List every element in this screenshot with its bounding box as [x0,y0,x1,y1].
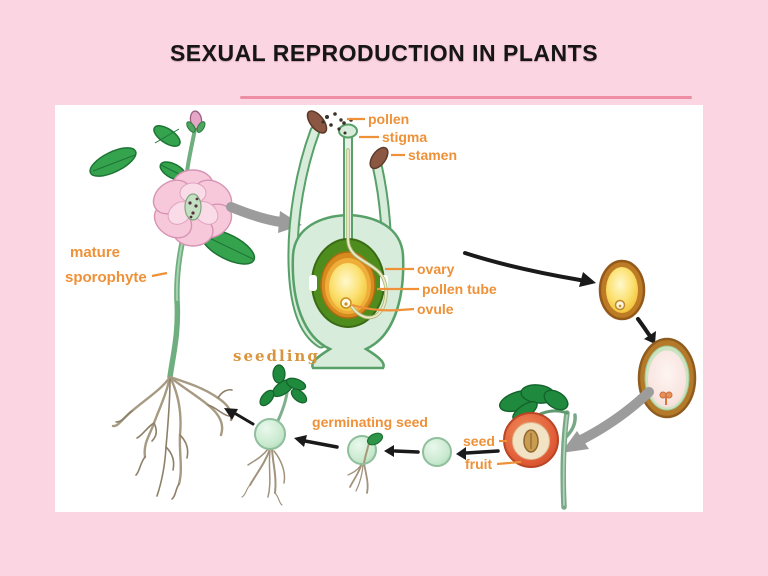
embryo-cross-section [637,337,697,419]
label-seed: seed [463,433,495,449]
seedling-plant [241,364,308,506]
ovule-shape [329,263,367,311]
carpel-label-leaders [347,117,419,312]
label-mature-sporophyte-line2: sporophyte [65,269,147,286]
seed-cross-section [598,259,646,321]
left-anther [306,110,328,134]
label-germinating-seed: germinating seed [312,414,428,430]
fruit-leaves [499,384,569,421]
flower-bud [186,110,206,133]
right-anther [369,146,389,170]
label-fruit: fruit [465,456,493,472]
label-stigma: stigma [382,129,427,145]
plant-life-cycle-diagram: mature sporophyte [65,110,697,510]
black-arrow-germinating-to-seedling [294,435,339,449]
leader-fruit [496,460,522,466]
leader-mature-sporophyte [151,271,168,278]
stigma-structure [338,123,358,139]
black-arrow-fruit-to-seed [456,447,500,460]
seed-sphere [422,437,452,467]
page-title: SEXUAL REPRODUCTION IN PLANTS [169,40,599,66]
label-ovule: ovule [417,301,454,317]
carpel-cross-section [287,110,405,370]
germinating-leaf [366,432,384,446]
label-stamen: stamen [408,147,457,163]
embryo-seedling [659,391,673,405]
germinating-seed [347,432,384,494]
pollen-grains [321,112,347,135]
seedling-leaves [259,364,308,407]
label-pollen-tube: pollen tube [422,281,497,297]
label-ovary: ovary [417,261,455,277]
mature-sporophyte-plant [89,110,256,500]
plant-roots [111,375,233,500]
fruit-plant [499,384,577,510]
diagram-panel: mature sporophyte [55,105,703,512]
label-mature-sporophyte-line1: mature [70,244,120,261]
top-accent-line [240,96,692,99]
flower-blossom [152,169,233,247]
label-seedling: seedling [233,347,320,365]
label-pollen: pollen [368,111,409,127]
gray-arrow-embryo-to-fruit [561,387,654,453]
fruit-cross-section [503,412,559,468]
black-arrow-seed-to-embryo [636,317,656,344]
black-arrow-seedling-to-roots [224,408,255,426]
black-arrow-seed-to-germinating [384,445,420,457]
black-arrow-carpel-to-seed [463,251,596,287]
